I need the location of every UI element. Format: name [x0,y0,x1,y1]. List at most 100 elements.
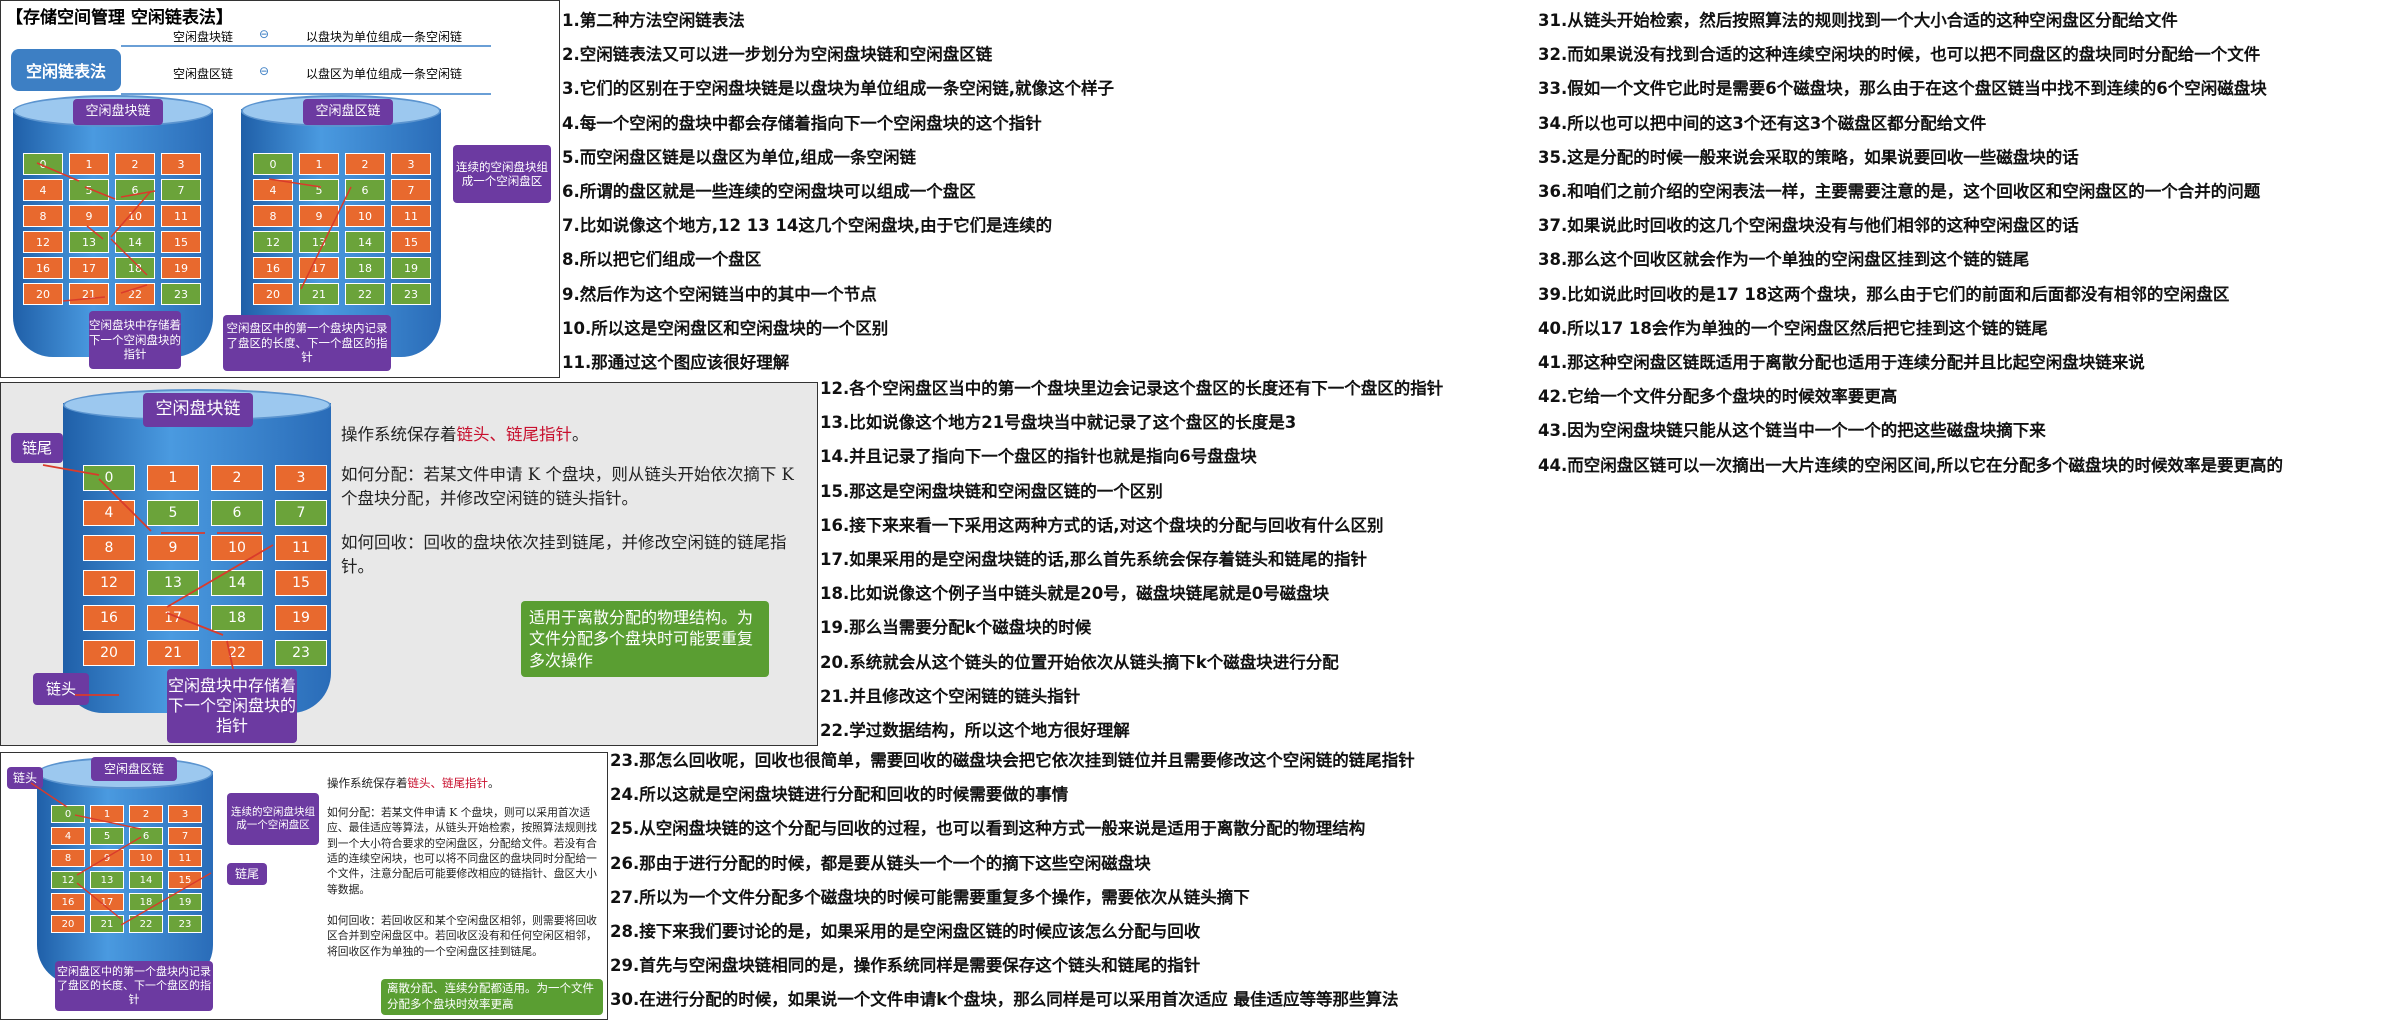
disk-block: 8 [83,535,135,561]
disk-block: 13 [90,871,124,889]
note-line: 27.所以为一个文件分配多个磁盘块的时候可能需要重复多个操作，需要依次从链头摘下 [610,887,1250,907]
disk-block: 20 [51,915,85,933]
head-label: 链头 [33,673,89,705]
note-line: 8.所以把它们组成一个盘区 [562,250,762,270]
summary-box: 离散分配、连续分配都适用。为一个文件分配多个盘块时效率更高 [381,979,603,1015]
disk-block: 22 [211,640,263,666]
minus-icon: ⊖ [259,27,270,41]
note-line: 25.从空闲盘块链的这个分配与回收的过程，也可以看到这种方式一般来说是适用于离散… [610,819,1366,839]
highlight-pointers: 链头、链尾指针 [456,425,573,444]
disk-block: 13 [69,231,109,253]
disk-block: 9 [90,849,124,867]
disk-block: 5 [299,179,339,201]
disk-block: 21 [90,915,124,933]
note-region-pointer: 空闲盘区中的第一个盘块内记录了盘区的长度、下一个盘区的指针 [223,315,391,371]
notes-column-2: 12.各个空闲盘区当中的第一个盘块里边会记录这个盘区的长度还有下一个盘区的指针 1… [820,372,1443,748]
disk-block: 10 [211,535,263,561]
note-line: 9.然后作为这个空闲链当中的其中一个节点 [562,284,877,304]
disk-block: 23 [161,283,201,305]
note-line: 11.那通过这个图应该很好理解 [562,353,790,373]
note-line: 7.比如说像这个地方,12 13 14这几个空闲盘块,由于它们是连续的 [562,216,1053,236]
branch-line-1 [121,45,491,47]
disk-block: 2 [345,153,385,175]
disk-block: 0 [51,805,85,823]
note-line: 1.第二种方法空闲链表法 [562,11,745,30]
disk-block: 6 [211,500,263,526]
note-line: 4.每一个空闲的盘块中都会存储着指向下一个空闲盘块的这个指针 [562,113,1042,133]
note-line: 40.所以17 18会作为单独的一个空闲盘区然后把它挂到这个链的链尾 [1538,318,2048,338]
disk-block: 20 [23,283,63,305]
note-line: 12.各个空闲盘区当中的第一个盘块里边会记录这个盘区的长度还有下一个盘区的指针 [820,379,1444,398]
disk-block: 0 [253,153,293,175]
disk-block: 7 [275,500,327,526]
disk-block: 8 [51,849,85,867]
disk-block: 6 [345,179,385,201]
disk-block: 4 [253,179,293,201]
note-region-pointer: 空闲盘区中的第一个盘块内记录了盘区的长度、下一个盘区的指针 [55,961,213,1011]
notes-column-3: 23.那怎么回收呢，回收也很简单，需要回收的磁盘块会把它依次挂到链位并且需要修改… [610,744,1415,1018]
page-title: 【存储空间管理 空闲链表法】 [6,8,233,28]
disk-block: 22 [129,915,163,933]
disk-block: 14 [211,570,263,596]
panel-overview: 【存储空间管理 空闲链表法】 空闲链表法 空闲盘块链 ⊖ 以盘块为单位组成一条空… [0,0,560,378]
note-block-pointer: 空闲盘块中存储着下一个空闲盘块的指针 [89,311,181,369]
disk-block: 2 [211,465,263,491]
disk-block: 17 [147,605,199,631]
highlight-pointers: 链头、链尾指针 [407,776,489,790]
disk-block: 17 [299,257,339,279]
disk-block: 8 [23,205,63,227]
row1-label: 空闲盘块链 [173,30,234,44]
disk-block: 18 [345,257,385,279]
disk-block: 18 [129,893,163,911]
disk-block: 16 [83,605,135,631]
note-line: 26.那由于进行分配的时候，都是要从链头一个一个的摘下这些空闲磁盘块 [610,853,1151,873]
note-line: 42.它给一个文件分配多个盘块的时候效率要更高 [1538,387,1898,407]
note-line: 6.所谓的盘区就是一些连续的空闲盘块可以组成一个盘区 [562,182,976,202]
disk-block: 11 [161,205,201,227]
note-line: 35.这是分配的时候一般来说会采取的策略，如果说要回收一些磁盘块的话 [1538,147,2079,167]
note-line: 19.那么当需要分配k个磁盘块的时候 [820,618,1092,638]
note-line: 36.和咱们之前介绍的空闲表法一样，主要需要注意的是，这个回收区和空闲盘区的一个… [1538,182,2261,202]
disk-block: 0 [83,465,135,491]
disk-block: 10 [115,205,155,227]
disk-block: 3 [275,465,327,491]
disk-block: 10 [129,849,163,867]
note-continuous-region: 连续的空闲盘块组成一个空闲盘区 [227,793,319,845]
note-line: 22.学过数据结构，所以这个地方很好理解 [820,721,1130,741]
note-line: 30.在进行分配的时候，如果说一个文件申请k个盘块，那么同样是可以采用首次适应 … [610,990,1399,1010]
disk-block: 8 [253,205,293,227]
disk-block: 11 [168,849,202,867]
disk-block: 16 [51,893,85,911]
cylinder-label: 空闲盘区链 [303,99,393,125]
note-line: 37.如果说此时回收的这几个空闲盘块没有与他们相邻的这种空闲盘区的话 [1538,216,2079,236]
disk-block: 4 [51,827,85,845]
disk-block: 9 [299,205,339,227]
note-line: 23.那怎么回收呢，回收也很简单，需要回收的磁盘块会把它依次挂到链位并且需要修改… [610,751,1415,770]
disk-block: 19 [275,605,327,631]
note-line: 43.因为空闲盘块链只能从这个链当中一个一个的把这些磁盘块摘下来 [1538,421,2046,441]
disk-block: 7 [168,827,202,845]
disk-block: 7 [391,179,431,201]
disk-block: 21 [299,283,339,305]
note-line: 20.系统就会从这个链头的位置开始依次从链头摘下k个磁盘块进行分配 [820,652,1339,672]
disk-block: 19 [391,257,431,279]
disk-block: 13 [299,231,339,253]
disk-block: 19 [161,257,201,279]
disk-block: 18 [115,257,155,279]
branch-line-2 [121,93,491,95]
disk-block: 15 [168,871,202,889]
note-line: 13.比如说像这个地方21号盘块当中就记录了这个盘区的长度是3 [820,413,1297,433]
disk-block: 16 [23,257,63,279]
disk-block: 3 [391,153,431,175]
note-line: 28.接下来我们要讨论的是，如果采用的是空闲盘区链的时候应该怎么分配与回收 [610,922,1201,942]
summary-box: 适用于离散分配的物理结构。为文件分配多个盘块时可能要重复多次操作 [521,601,769,677]
note-line: 44.而空闲盘区链可以一次摘出一大片连续的空闲区间,所以它在分配多个磁盘块的时候… [1538,455,2283,475]
note-line: 2.空闲链表法又可以进一步划分为空闲盘块链和空闲盘区链 [562,45,993,65]
disk-block: 3 [168,805,202,823]
disk-block: 21 [147,640,199,666]
disk-block: 6 [115,179,155,201]
